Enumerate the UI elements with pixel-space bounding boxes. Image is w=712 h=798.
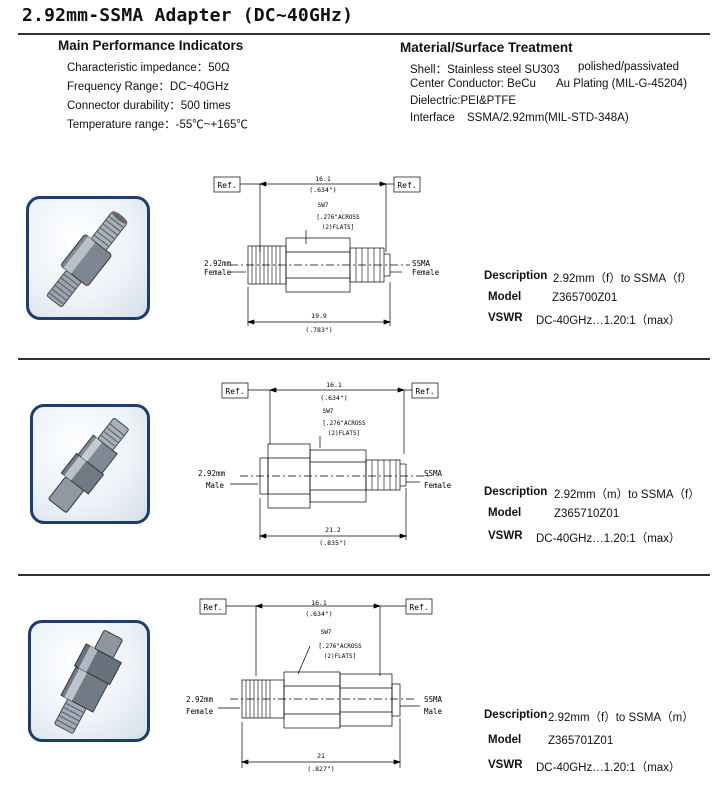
description-label: Description bbox=[484, 486, 548, 498]
description-label: Description bbox=[484, 270, 548, 282]
product-photo-1 bbox=[26, 196, 150, 320]
technical-drawing-3: Ref. Ref. 16.1 (.634") SW7 [.276"ACROSS … bbox=[180, 596, 456, 780]
title-divider bbox=[18, 33, 710, 35]
ref-label-right-1: Ref. bbox=[397, 181, 416, 190]
frequency-spec: Frequency Range：DC~40GHz bbox=[67, 81, 230, 93]
ref-length-mm-1: 16.1 bbox=[315, 175, 331, 183]
shell-spec: Shell：Stainless steel SU303 bbox=[410, 64, 560, 76]
vswr-label: VSWR bbox=[488, 759, 523, 771]
wrench-flats-2: (2)FLATS] bbox=[328, 430, 361, 437]
product-info-2: Description 2.92mm（m）to SSMA（f） Model Z3… bbox=[484, 486, 704, 546]
overall-length-in-3: (.827") bbox=[307, 765, 334, 773]
overall-length-in-2: (.835") bbox=[319, 539, 346, 547]
wrench-flats-1: (2)FLATS] bbox=[322, 224, 355, 231]
right-end-gender-3: Male bbox=[424, 707, 443, 716]
ref-label-left-3: Ref. bbox=[203, 603, 222, 612]
product-info-1: Description 2.92mm（f）to SSMA（f） Model Z3… bbox=[484, 270, 704, 330]
dielectric-spec: Dielectric:PEI&PTFE bbox=[410, 95, 517, 107]
description-label: Description bbox=[484, 709, 548, 721]
impedance-spec: Characteristic impedance：50Ω bbox=[67, 62, 230, 74]
ref-label-left-1: Ref. bbox=[217, 181, 236, 190]
section-divider-2 bbox=[18, 574, 710, 576]
technical-drawing-1: Ref. Ref. 16.1 (.634") SW7 [.276"ACROSS … bbox=[190, 172, 450, 344]
shell-finish: polished/passivated bbox=[578, 61, 680, 73]
overall-length-mm-2: 21.2 bbox=[325, 526, 341, 534]
wrench-across-1: [.276"ACROSS bbox=[316, 214, 360, 221]
model-value: Z365710Z01 bbox=[554, 508, 620, 520]
interface-spec: SSMA/2.92mm(MIL-STD-348A) bbox=[467, 112, 629, 124]
right-end-type-3: SSMA bbox=[424, 695, 443, 704]
ref-length-in-3: (.634") bbox=[305, 610, 332, 618]
left-end-type-2: 2.92mm bbox=[198, 469, 226, 478]
page-title: 2.92mm-SSMA Adapter (DC~40GHz) bbox=[22, 5, 354, 26]
wrench-flats-3: (2)FLATS] bbox=[324, 653, 357, 660]
material-heading: Material/Surface Treatment bbox=[400, 40, 573, 55]
durability-spec: Connector durability：500 times bbox=[67, 100, 231, 112]
technical-drawing-2: Ref. Ref. 16.1 (.634") SW7 [.276"ACROSS … bbox=[194, 378, 464, 550]
temperature-spec: Temperature range：-55℃~+165℃ bbox=[67, 119, 248, 131]
product-info-3: Description 2.92mm（f）to SSMA（m） Model Z3… bbox=[484, 709, 704, 774]
model-label: Model bbox=[488, 291, 522, 303]
center-finish: Au Plating (MIL-G-45204) bbox=[556, 78, 688, 90]
ref-label-right-2: Ref. bbox=[415, 387, 434, 396]
model-value: Z365700Z01 bbox=[552, 292, 618, 304]
description-value: 2.92mm（m）to SSMA（f） bbox=[554, 489, 700, 501]
interface-label: Interface bbox=[410, 112, 455, 124]
overall-length-in-1: (.783") bbox=[305, 326, 332, 334]
overall-length-mm-1: 19.9 bbox=[311, 312, 327, 320]
vswr-value: DC-40GHz…1.20:1（max） bbox=[536, 762, 681, 774]
overall-length-mm-3: 21 bbox=[317, 752, 325, 760]
right-end-gender-1: Female bbox=[412, 268, 440, 277]
ref-length-in-2: (.634") bbox=[320, 394, 347, 402]
ref-length-mm-3: 16.1 bbox=[311, 599, 327, 607]
left-end-gender-3: Female bbox=[186, 707, 214, 716]
left-end-type-1: 2.92mm bbox=[204, 259, 232, 268]
ref-label-right-3: Ref. bbox=[409, 603, 428, 612]
model-value: Z365701Z01 bbox=[548, 735, 614, 747]
performance-heading: Main Performance Indicators bbox=[58, 38, 244, 53]
product-photo-2 bbox=[30, 404, 150, 524]
section-divider-1 bbox=[18, 358, 710, 360]
right-end-gender-2: Female bbox=[424, 481, 452, 490]
wrench-size-3: SW7 bbox=[321, 629, 332, 636]
product-photo-3 bbox=[28, 620, 150, 742]
wrench-size-1: SW7 bbox=[318, 202, 329, 209]
wrench-size-2: SW7 bbox=[323, 408, 334, 415]
description-value: 2.92mm（f）to SSMA（m） bbox=[548, 712, 694, 724]
right-end-type-1: SSMA bbox=[412, 259, 431, 268]
left-end-gender-1: Female bbox=[204, 268, 232, 277]
vswr-label: VSWR bbox=[488, 530, 523, 542]
vswr-label: VSWR bbox=[488, 312, 523, 324]
right-end-type-2: SSMA bbox=[424, 469, 443, 478]
center-conductor-spec: Center Conductor: BeCu bbox=[410, 78, 536, 90]
wrench-across-2: [.276"ACROSS bbox=[322, 420, 366, 427]
ref-length-in-1: (.634") bbox=[309, 186, 336, 194]
left-end-gender-2: Male bbox=[206, 481, 225, 490]
ref-length-mm-2: 16.1 bbox=[326, 381, 342, 389]
model-label: Model bbox=[488, 734, 522, 746]
vswr-value: DC-40GHz…1.20:1（max） bbox=[536, 533, 681, 545]
ref-label-left-2: Ref. bbox=[225, 387, 244, 396]
left-end-type-3: 2.92mm bbox=[186, 695, 214, 704]
wrench-across-3: [.276"ACROSS bbox=[318, 643, 362, 650]
description-value: 2.92mm（f）to SSMA（f） bbox=[553, 273, 693, 285]
vswr-value: DC-40GHz…1.20:1（max） bbox=[536, 315, 681, 327]
model-label: Model bbox=[488, 507, 522, 519]
